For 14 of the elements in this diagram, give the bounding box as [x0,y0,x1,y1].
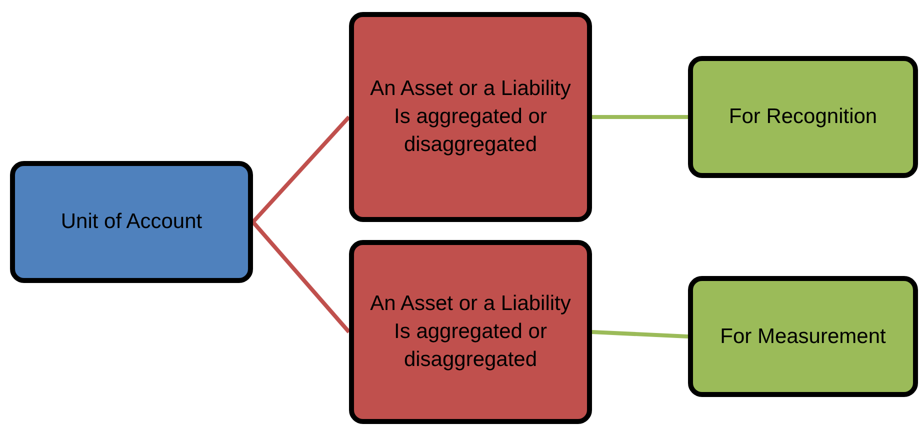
connector-line [592,330,688,338]
node-label: For Measurement [720,324,886,350]
connector-line [252,220,350,334]
process-box [349,12,592,222]
connector-line [252,116,350,224]
node-label: Unit of Account [60,209,202,235]
connector-line [592,115,688,119]
process-box [688,56,918,178]
node-label: For Recognition [728,104,878,130]
node-label: An Asset or a Liability Is aggregated or disaggregated [369,291,572,373]
process-box [10,161,253,283]
node-label: An Asset or a Liability Is aggregated or disaggregated [369,76,572,158]
process-box [688,276,918,397]
process-box [349,240,592,424]
